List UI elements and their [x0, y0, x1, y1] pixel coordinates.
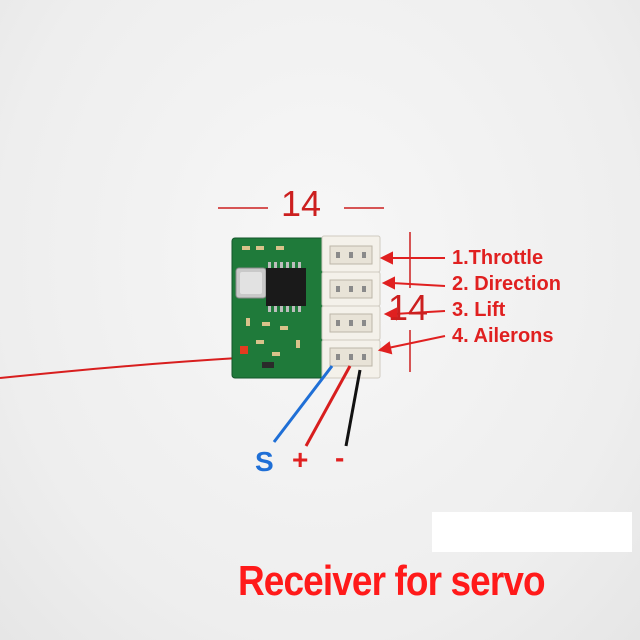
pin-minus-label: -: [335, 442, 345, 473]
channel-label-4: 4. Ailerons: [452, 325, 554, 347]
channel-label-3: 3. Lift: [452, 299, 506, 321]
minus-wire: [344, 369, 362, 447]
caption-title: Receiver for servo: [238, 557, 546, 604]
channel-arrows: [377, 251, 446, 355]
width-dimension-label: 14: [281, 183, 322, 224]
antenna-wire: [0, 357, 239, 379]
ic-chip: [266, 268, 306, 306]
led-component: [240, 346, 248, 354]
dimension-lines: [218, 207, 411, 372]
channel-label-2: 2. Direction: [452, 273, 561, 295]
pin-signal-label: S: [255, 446, 274, 477]
height-dimension-label: 14: [388, 287, 429, 328]
pin-plus-label: +: [292, 444, 309, 475]
white-patch: [432, 512, 632, 552]
servo-connectors: [321, 235, 381, 379]
signal-wire: [272, 365, 334, 443]
plus-wire: [304, 365, 352, 447]
channel-label-1: 1.Throttle: [452, 247, 544, 269]
